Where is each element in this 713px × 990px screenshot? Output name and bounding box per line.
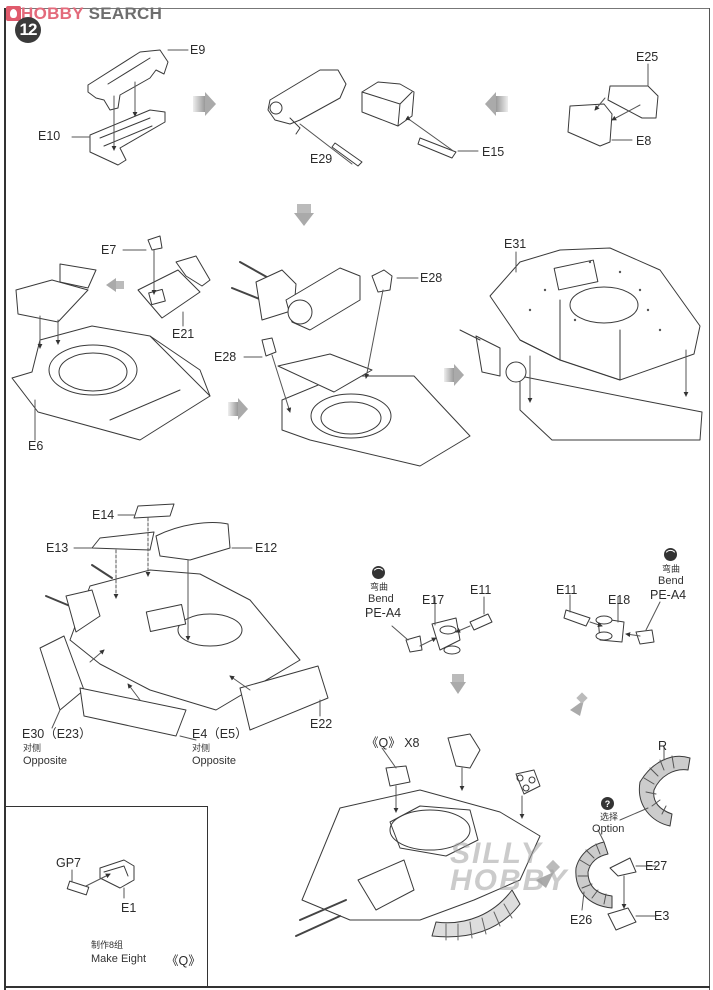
direction-arrow-left-2 [106,278,124,292]
part-e10 [71,81,166,166]
label-pe-a4-right: PE-A4 [650,588,687,602]
part-e17-periscope [391,596,493,655]
part-gun-on-floor [231,261,471,467]
direction-arrow-down-1 [294,204,314,226]
part-e21-e7 [122,235,211,327]
label-e28-left: E28 [214,350,237,364]
direction-arrow-right-2 [228,398,248,420]
label-r: R [658,739,668,753]
bend-icon: ⌒ [664,548,677,561]
label-e14: E14 [92,508,115,522]
page-frame-right [709,8,710,990]
direction-arrow-right-3 [444,364,464,386]
part-e18-periscope [563,594,661,645]
label-e21: E21 [172,327,195,341]
label-make-eight-cn: 制作8组 [91,940,124,950]
label-bend-en-left: Bend [368,593,394,605]
part-e26-track [575,829,613,911]
direction-arrow-left-1 [485,92,508,116]
bend-icon: ⌒ [372,566,385,579]
label-e7: E7 [101,243,117,257]
label-e27: E27 [645,859,668,873]
part-e31-turret-top [459,247,703,441]
flame-logo-icon [6,6,21,21]
label-e6: E6 [28,439,44,453]
label-gp7: GP7 [56,856,82,870]
label-e4-e5: E4（E5） [192,727,248,741]
label-opposite-en-2: Opposite [192,755,237,767]
silly-hobby-watermark: SILLY HOBBY [450,837,569,897]
label-e25: E25 [636,50,659,64]
watermark-brand: HOBBY [21,4,84,23]
label-opposite-cn-2: 对侧 [192,743,211,753]
part-turret-side-plates [39,503,329,741]
label-e22: E22 [310,717,333,731]
page-frame-bottom [4,986,710,988]
option-icon: ? [601,797,614,810]
part-gun-mantlet-assembly [267,69,363,167]
step-number-badge: 12 [15,17,41,43]
label-e30-e23: E30（E23） [22,727,92,741]
label-e18: E18 [608,593,631,607]
sub-assembly-q-inset [5,806,208,987]
label-e26: E26 [570,913,593,927]
watermark-line-2: HOBBY [450,864,569,897]
label-e11-left: E11 [470,583,492,597]
part-final-turret [295,733,541,941]
label-e28-top: E28 [420,271,443,285]
label-make-eight-en: Make Eight [91,953,147,965]
label-e31: E31 [504,237,527,251]
label-opposite-en-1: Opposite [23,755,68,767]
label-bend-en-right: Bend [658,575,684,587]
page-frame-left [4,8,6,990]
label-bend-cn-left: 弯曲 [370,582,389,592]
label-e9: E9 [190,43,206,57]
part-r-spare-track [619,745,691,827]
label-option-cn: 选择 [600,812,619,822]
direction-arrow-diagonal-1 [570,692,588,716]
label-e1: E1 [121,901,137,915]
label-e8: E8 [636,134,652,148]
part-e9 [87,49,189,111]
label-e10: E10 [38,129,61,143]
page-frame-top [4,8,710,9]
part-e6-turret-floor [11,263,211,441]
label-e11-right: E11 [556,583,578,597]
direction-arrow-diagonal-2 [536,859,561,888]
label-option-en: Option [592,823,625,835]
label-e13: E13 [46,541,69,555]
inset-part-e1-gp7 [66,859,135,899]
label-q-x8: 《Q》 X8 [366,736,420,750]
label-e15: E15 [482,145,505,159]
label-sub-id-q: 《Q》 [166,954,201,968]
direction-arrow-right-1 [193,92,216,116]
label-e29: E29 [310,152,333,166]
label-e12: E12 [255,541,278,555]
hobby-search-watermark: HOBBY SEARCH [6,4,162,24]
label-pe-a4-left: PE-A4 [365,606,402,620]
label-bend-cn-right: 弯曲 [662,564,681,574]
part-e27-e3 [607,857,657,931]
direction-arrow-down-2 [450,674,466,694]
part-e25-e8 [567,63,659,147]
watermark-line-1: SILLY [450,837,543,870]
watermark-suffix: SEARCH [83,4,163,23]
label-e17: E17 [422,593,445,607]
label-opposite-cn-1: 对侧 [23,743,42,753]
label-e3: E3 [654,909,670,923]
part-e15-housing [361,81,479,159]
